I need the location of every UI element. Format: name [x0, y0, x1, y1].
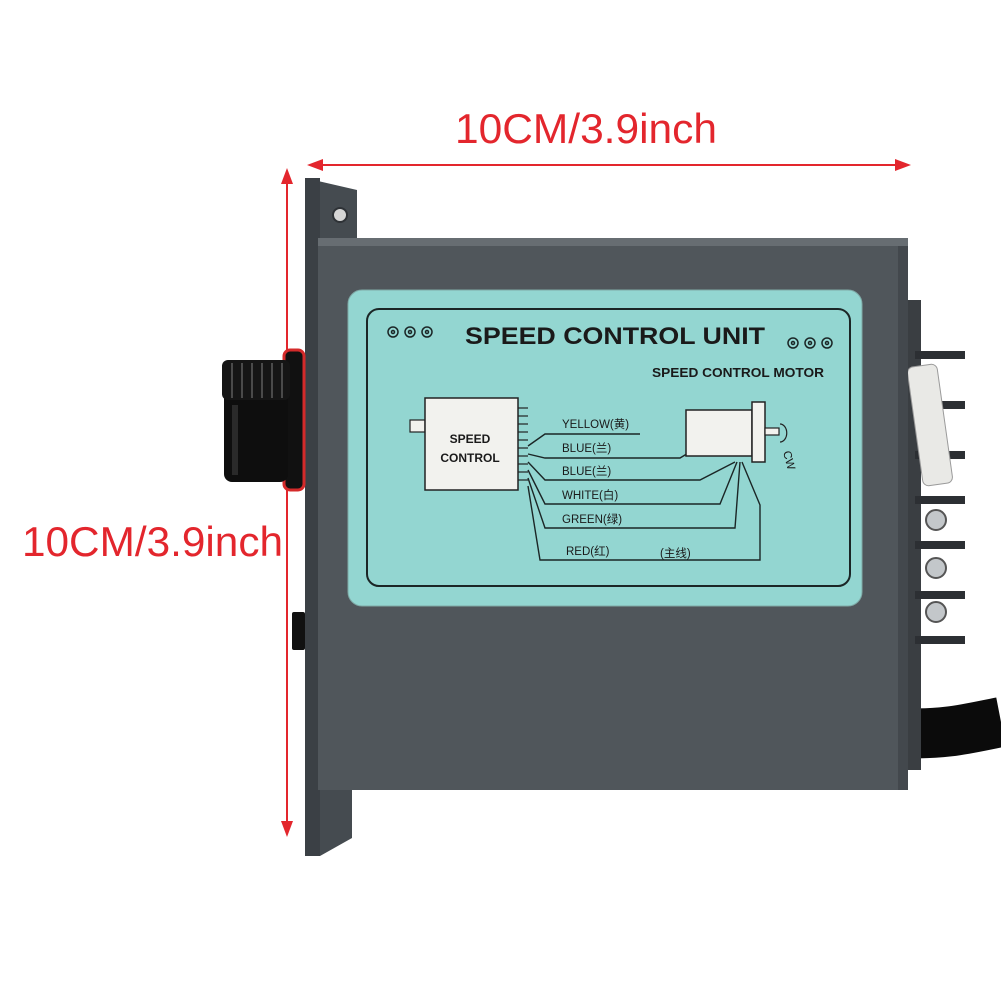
motor-diagram: CW — [685, 401, 797, 472]
wire-blue-1 — [527, 451, 691, 459]
wiring-lines — [527, 433, 761, 561]
width-arrow-right-head — [895, 159, 911, 171]
terminal-screw — [925, 509, 947, 531]
wire-label-blue-2: BLUE(兰) — [562, 465, 611, 478]
controller-terminal-comb — [518, 407, 528, 481]
wire-yellow — [527, 433, 640, 447]
housing-top-edge — [318, 238, 908, 246]
flower-decoration-right — [787, 337, 833, 349]
width-dimension: 10CM/3.9inch — [307, 105, 911, 171]
wire-label-blue-1: BLUE(兰) — [562, 442, 611, 455]
label-title: SPEED CONTROL UNIT — [465, 323, 765, 350]
terminal-screw — [925, 557, 947, 579]
label-inner-border — [366, 308, 851, 587]
flange-plate — [305, 178, 320, 856]
mounting-flange — [305, 178, 357, 856]
label-subtitle: SPEED CONTROL MOTOR — [652, 366, 824, 380]
wiring-label: SPEED CONTROL UNIT SPEED CONTROL MOTOR S… — [347, 289, 863, 607]
motor-flange — [751, 401, 766, 463]
wire-label-red: RED(红) — [566, 545, 610, 558]
knob-highlight — [232, 405, 238, 475]
wire-white — [527, 461, 738, 505]
controller-label-line1: SPEED — [450, 432, 491, 446]
height-arrow-top-head — [281, 168, 293, 184]
controller-diagram: SPEED CONTROL — [409, 397, 528, 491]
controller-pins — [409, 419, 426, 433]
capacitor-component — [907, 363, 953, 487]
speed-knob — [222, 348, 306, 492]
motor-direction-label: CW — [780, 450, 797, 472]
terminal-bar — [915, 591, 965, 599]
mounting-hole — [332, 207, 348, 223]
height-arrow-bottom-head — [281, 821, 293, 837]
height-dimension: 10CM/3.9inch — [22, 168, 293, 837]
wire-green — [527, 461, 741, 529]
terminal-bar — [915, 636, 965, 644]
flower-decoration-left — [387, 326, 433, 338]
terminal-bar — [915, 496, 965, 504]
controller-label-line2: CONTROL — [440, 451, 499, 465]
motor-shaft — [764, 427, 780, 436]
motor-body — [685, 409, 753, 457]
terminal-bar — [915, 351, 965, 359]
rotation-arrow-icon — [779, 423, 788, 443]
housing-right-edge — [898, 246, 908, 790]
knob-ridges — [231, 363, 283, 398]
wire-label-white: WHITE(白) — [562, 488, 618, 502]
height-label: 10CM/3.9inch — [22, 518, 283, 565]
wire-label-yellow: YELLOW(黄) — [562, 417, 629, 431]
width-arrow-left-head — [307, 159, 323, 171]
power-switch — [292, 612, 305, 650]
wire-blue-2 — [527, 461, 736, 481]
width-label: 10CM/3.9inch — [455, 105, 717, 152]
wire-red — [527, 461, 761, 561]
label-background — [347, 289, 863, 607]
controller-box — [424, 397, 519, 491]
main-line-label: (主线) — [660, 546, 691, 560]
terminal-screw — [925, 601, 947, 623]
wire-label-green: GREEN(绿) — [562, 512, 622, 526]
terminal-bar — [915, 541, 965, 549]
